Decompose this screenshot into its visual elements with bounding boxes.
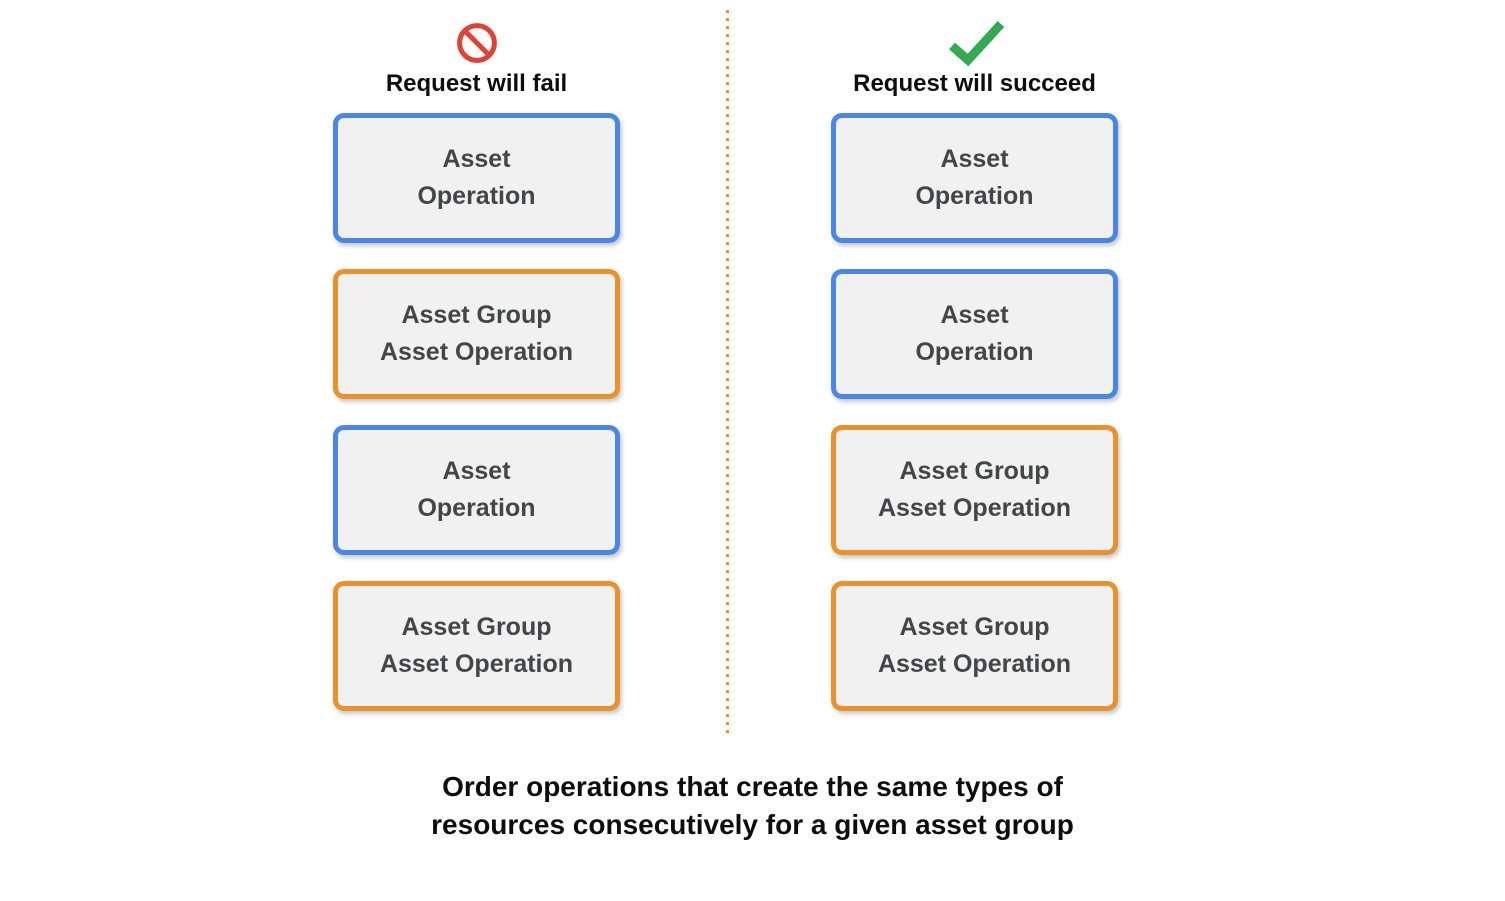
diagram-caption: Order operations that create the same ty… (431, 771, 1074, 840)
checkmark-icon (944, 20, 1006, 66)
box-label: Asset Group Asset Operation (877, 613, 1072, 678)
asset-operation-box: Asset Operation (333, 113, 620, 243)
box-label: Asset Operation (915, 301, 1034, 366)
fail-column-boxes: Asset Operation Asset Group Asset Operat… (333, 113, 620, 711)
fail-column: Request will fail Asset Operation Asset … (333, 20, 620, 711)
asset-operation-box: Asset Operation (333, 425, 620, 555)
asset-group-asset-operation-box: Asset Group Asset Operation (831, 425, 1118, 555)
dotted-divider (726, 10, 729, 737)
box-label: Asset Operation (915, 145, 1034, 210)
box-label: Asset Group Asset Operation (877, 457, 1072, 522)
box-label: Asset Group Asset Operation (379, 301, 574, 366)
asset-operation-box: Asset Operation (831, 269, 1118, 399)
asset-group-asset-operation-box: Asset Group Asset Operation (831, 581, 1118, 711)
box-label: Asset Operation (417, 145, 536, 210)
box-label: Asset Group Asset Operation (379, 613, 574, 678)
succeed-column-boxes: Asset Operation Asset Operation Asset Gr… (831, 113, 1118, 711)
asset-group-asset-operation-box: Asset Group Asset Operation (333, 269, 620, 399)
asset-operation-box: Asset Operation (831, 113, 1118, 243)
succeed-column: Request will succeed Asset Operation Ass… (831, 20, 1118, 711)
fail-column-title: Request will fail (385, 70, 568, 97)
asset-group-asset-operation-box: Asset Group Asset Operation (333, 581, 620, 711)
box-label: Asset Operation (417, 457, 536, 522)
prohibition-icon (455, 20, 499, 66)
succeed-column-title: Request will succeed (853, 70, 1096, 97)
